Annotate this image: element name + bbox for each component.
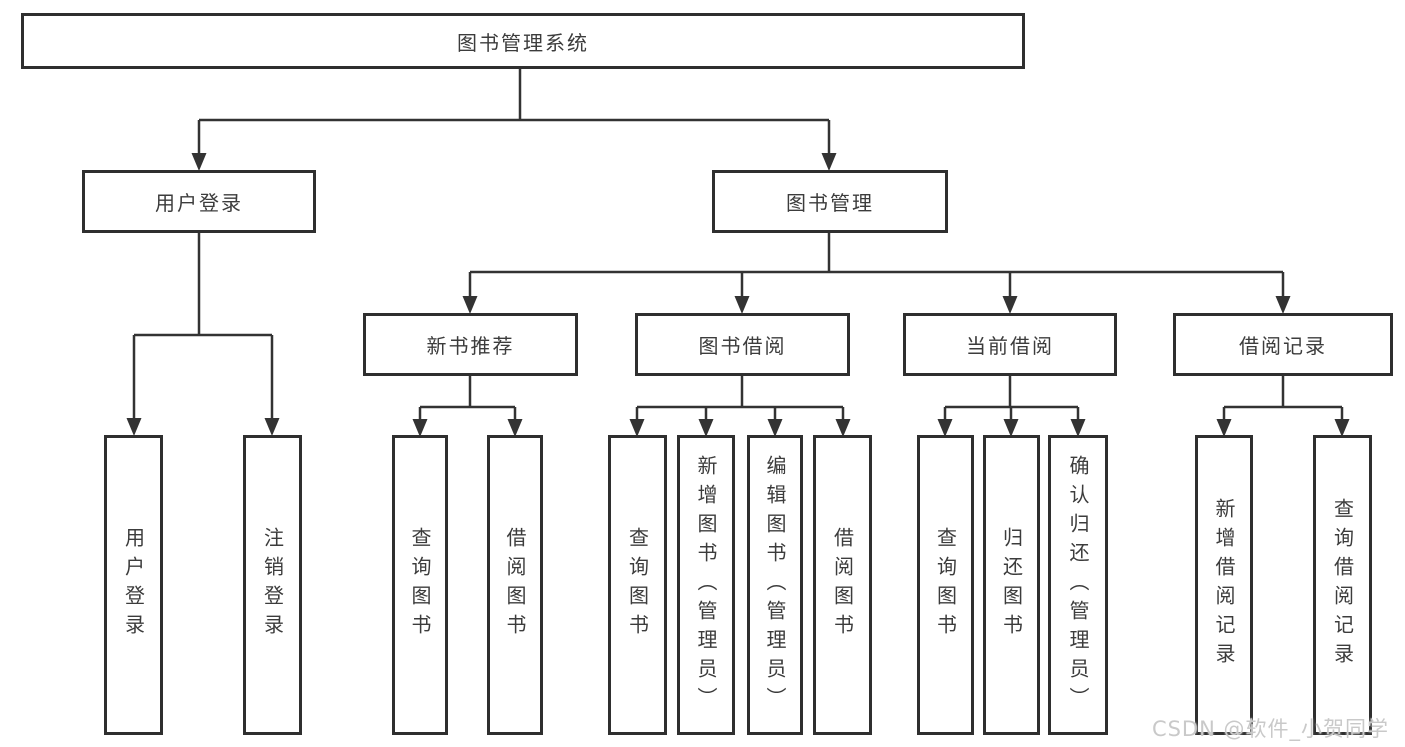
node-current-borrowing: 当前借阅: [903, 313, 1117, 376]
node-user-login: 用户登录: [82, 170, 316, 233]
arrowhead-icons: [126, 153, 1350, 437]
leaf-query-books-current: 查询图书: [917, 435, 974, 735]
leaf-query-books-borrow: 查询图书: [608, 435, 667, 735]
node-new-book-recommendation: 新书推荐: [363, 313, 578, 376]
leaf-query-borrow-record: 查询借阅记录: [1313, 435, 1372, 735]
leaf-borrow-books: 借阅图书: [813, 435, 872, 735]
node-root-library-system: 图书管理系统: [21, 13, 1025, 69]
node-book-borrowing: 图书借阅: [635, 313, 850, 376]
leaf-add-books-admin: 新增图书（管理员）: [677, 435, 735, 735]
leaf-logout: 注销登录: [243, 435, 302, 735]
node-borrowing-records: 借阅记录: [1173, 313, 1393, 376]
csdn-watermark: CSDN @软件_小贺同学: [1151, 717, 1389, 741]
leaf-confirm-return-admin: 确认归还（管理员）: [1048, 435, 1108, 735]
leaf-query-books-recommend: 查询图书: [392, 435, 448, 735]
leaf-edit-books-admin: 编辑图书（管理员）: [747, 435, 803, 735]
leaf-borrow-books-recommend: 借阅图书: [487, 435, 543, 735]
leaf-add-borrow-record: 新增借阅记录: [1195, 435, 1253, 735]
leaf-user-login: 用户登录: [104, 435, 163, 735]
leaf-return-books: 归还图书: [983, 435, 1040, 735]
node-book-management: 图书管理: [712, 170, 948, 233]
